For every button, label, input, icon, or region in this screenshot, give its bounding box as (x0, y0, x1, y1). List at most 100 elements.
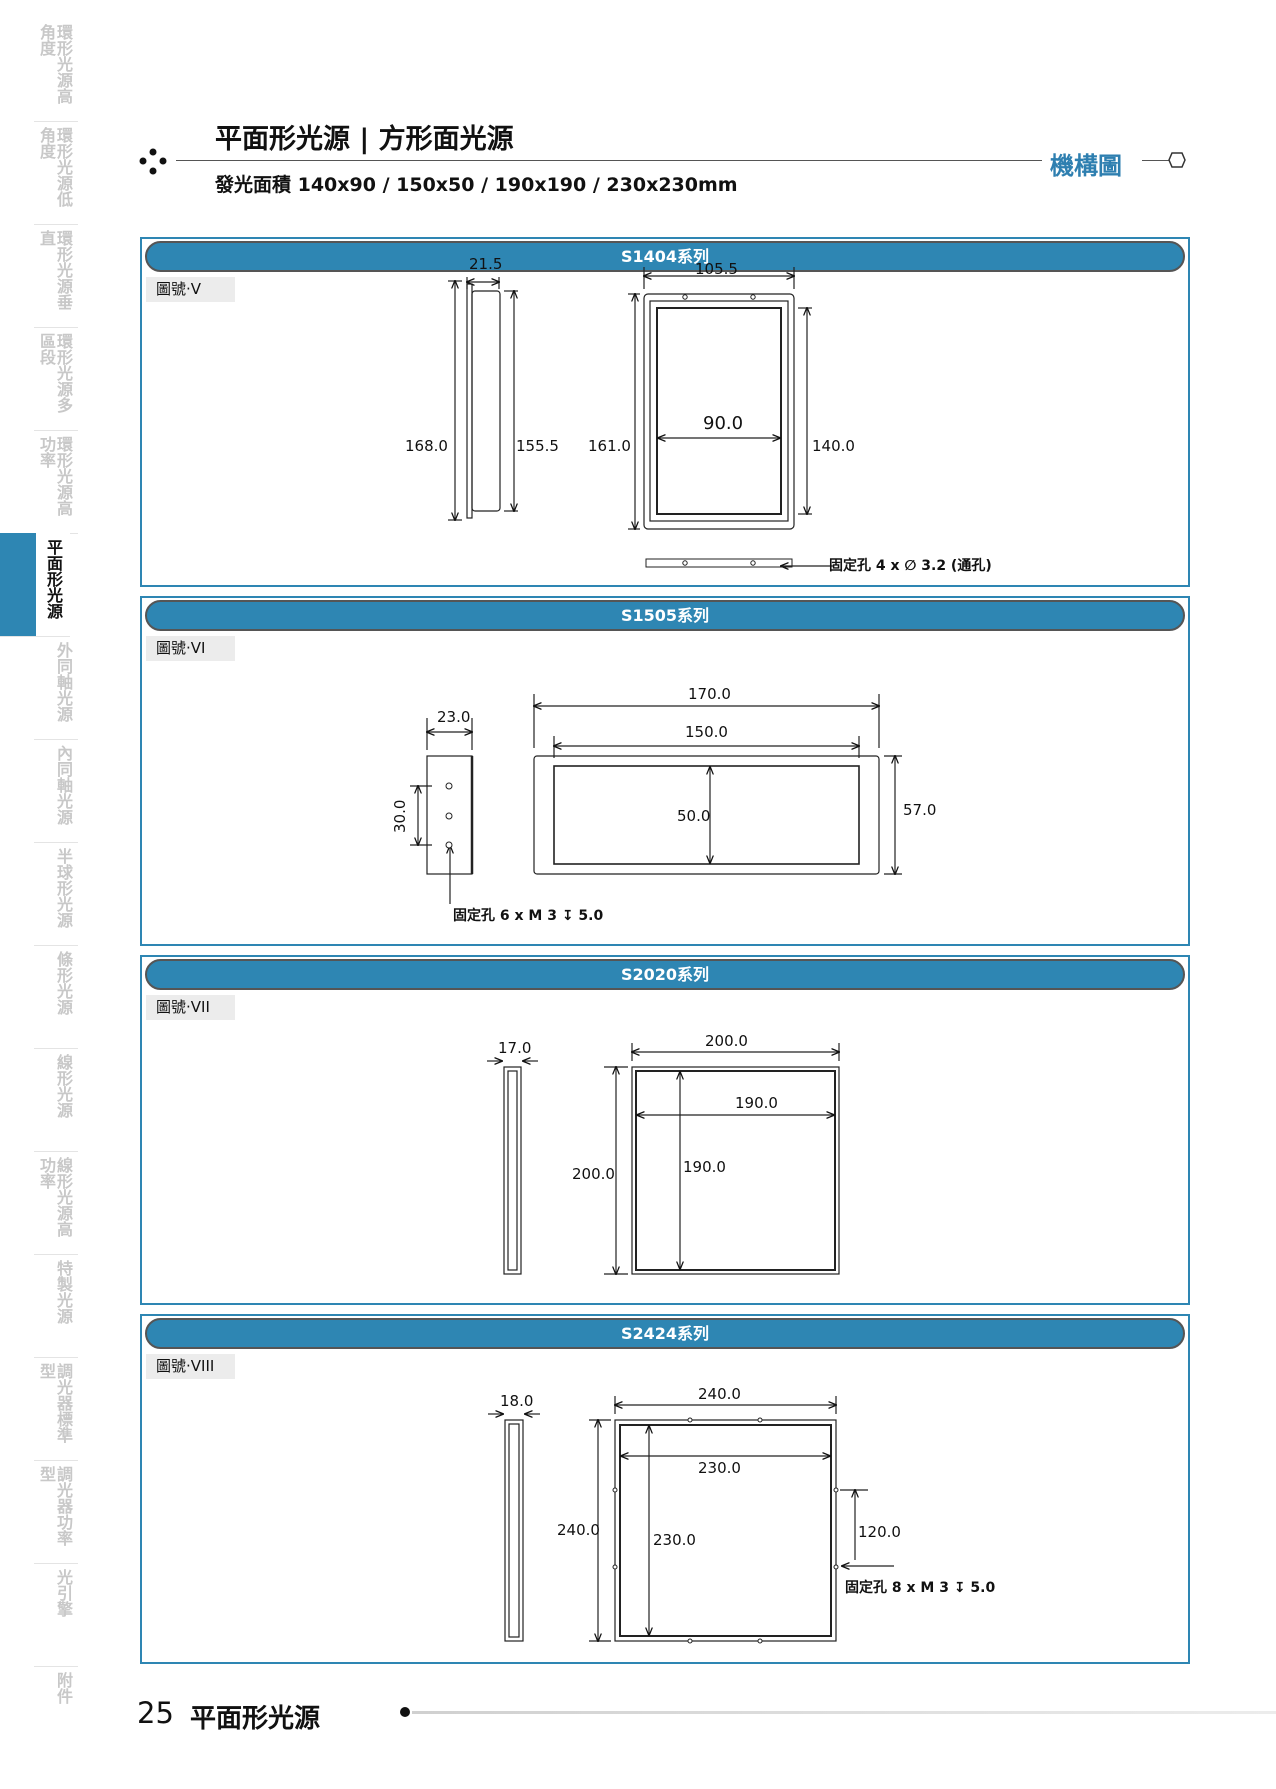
dim-front-height-outer: 57.0 (903, 801, 936, 819)
mount-holes (445, 782, 453, 849)
sidebar-item-label: 環形光源多區段 (37, 333, 73, 413)
dim-front-height-outer: 200.0 (572, 1165, 615, 1183)
front-view (628, 267, 834, 566)
panel-s1505: S1505系列 圖號‧VI 23.0 30.0 固定孔 6 x M 3 ↧ 5.… (140, 596, 1190, 946)
dim-front-width-inner: 230.0 (698, 1459, 741, 1477)
sidebar-item-label: 環形光源垂直 (37, 230, 73, 310)
drawing-s2424: 18.0 240.0 230.0 240.0 230.0 120.0 固定 (488, 1385, 995, 1644)
sidebar-item-bar[interactable]: 條形光源 (34, 945, 78, 1049)
sidebar-item-light-engine[interactable]: 光引擎 (34, 1563, 78, 1667)
sidebar-item-line[interactable]: 線形光源 (34, 1048, 78, 1152)
mounting-hole-note: 固定孔 8 x M 3 ↧ 5.0 (845, 1579, 995, 1596)
side-view (448, 277, 518, 520)
side-view (410, 718, 474, 904)
figure-tag: 圖號‧VII (146, 995, 235, 1020)
figure-tag: 圖號‧V (146, 277, 235, 302)
sidebar-item-label: 外同軸光源 (54, 642, 73, 722)
front-view (589, 1396, 894, 1641)
front-view (604, 1043, 839, 1274)
sidebar-item-dimmer-standard[interactable]: 調光器標準型 (34, 1357, 78, 1461)
sidebar-item-external-coaxial[interactable]: 外同軸光源 (34, 636, 78, 740)
sidebar-item-label: 線形光源高功率 (37, 1157, 73, 1237)
sidebar-item-line-high-power[interactable]: 線形光源高功率 (34, 1151, 78, 1255)
mounting-hole-note: 固定孔 4 x ∅ 3.2 (通孔) (829, 557, 992, 574)
drawing-s2020: 17.0 200.0 190.0 200.0 190.0 (487, 1032, 1188, 1303)
dim-side-width: 17.0 (498, 1039, 531, 1057)
dim-front-width: 105.5 (695, 260, 738, 278)
sidebar-item-ring-multi-zone[interactable]: 環形光源多區段 (34, 327, 78, 431)
sidebar-item-label: 條形光源 (54, 951, 73, 1015)
sidebar-item-label: 環形光源高角度 (37, 24, 73, 104)
sidebar-item-label: 光引擎 (54, 1569, 73, 1617)
figure-tag: 圖號‧VIII (146, 1354, 235, 1379)
panel-s1404: S1404系列 圖號‧V 21.5 168.0 155.5 (140, 237, 1190, 587)
dim-side-height-inner: 155.5 (516, 437, 559, 455)
sidebar-item-flat-light[interactable]: 平面形光源 (0, 533, 70, 637)
dim-front-height-inner: 230.0 (653, 1531, 696, 1549)
dim-side-width: 18.0 (500, 1392, 533, 1410)
dim-side-width: 21.5 (469, 255, 502, 273)
figure-tag: 圖號‧VI (146, 636, 235, 661)
sidebar-item-accessories[interactable]: 附件 (34, 1666, 78, 1769)
sidebar-item-ring-high-angle[interactable]: 環形光源高角度 (34, 18, 78, 122)
dim-side-height-outer: 168.0 (405, 437, 448, 455)
dim-front-width-outer: 170.0 (688, 685, 731, 703)
sidebar-item-ring-vertical[interactable]: 環形光源垂直 (34, 224, 78, 328)
panel-header: S2424系列 (145, 1318, 1185, 1349)
panel-header: S2020系列 (145, 959, 1185, 990)
label-rule (1142, 160, 1172, 161)
drawing-s1404: 21.5 168.0 155.5 105.5 161.0 90.0 (405, 255, 992, 574)
dim-front-width-inner: 190.0 (735, 1094, 778, 1112)
header-rule (176, 160, 1042, 161)
sidebar-item-ring-high-power[interactable]: 環形光源高功率 (34, 430, 78, 534)
mount-holes (612, 1417, 839, 1644)
dots-icon (139, 148, 167, 175)
mount-holes (645, 294, 793, 568)
dim-side-height: 30.0 (391, 800, 409, 833)
dim-front-width-inner: 90.0 (703, 413, 743, 434)
sidebar-item-label: 平面形光源 (44, 539, 63, 619)
page-title: 平面形光源 | 方形面光源 (215, 124, 514, 155)
sidebar-item-label: 半球形光源 (54, 848, 73, 928)
sidebar-item-custom[interactable]: 特製光源 (34, 1254, 78, 1358)
dim-front-width-inner: 150.0 (685, 723, 728, 741)
sidebar-nav: 環形光源高角度 環形光源低角度 環形光源垂直 環形光源多區段 環形光源高功率 平… (0, 0, 78, 1789)
dim-front-height-inner: 50.0 (677, 807, 710, 825)
sidebar-item-label: 線形光源 (54, 1054, 73, 1118)
sidebar-item-label: 特製光源 (54, 1260, 73, 1324)
front-view (534, 694, 902, 874)
footer-title: 平面形光源 (190, 1704, 321, 1734)
dim-front-height-outer: 240.0 (557, 1521, 600, 1539)
footer-rule (412, 1711, 1276, 1714)
side-view (487, 1061, 538, 1275)
dim-front-width-outer: 200.0 (705, 1032, 748, 1050)
panel-header: S1404系列 (145, 241, 1185, 272)
active-tab-indicator (0, 533, 36, 636)
sidebar-item-label: 調光器功率型 (37, 1466, 73, 1546)
dim-hole-offset: 120.0 (858, 1523, 901, 1541)
sidebar-item-label: 內同軸光源 (54, 745, 73, 825)
dim-front-width-outer: 240.0 (698, 1385, 741, 1403)
sidebar-item-label: 調光器標準型 (37, 1363, 73, 1443)
sidebar-item-label: 環形光源高功率 (37, 436, 73, 516)
sidebar-item-dome[interactable]: 半球形光源 (34, 842, 78, 946)
sidebar-item-label: 附件 (54, 1672, 73, 1704)
page-number: 25 (137, 1696, 174, 1730)
page-subtitle: 發光面積 140x90 / 150x50 / 190x190 / 230x230… (215, 174, 738, 196)
sidebar-item-dimmer-power[interactable]: 調光器功率型 (34, 1460, 78, 1564)
panel-s2424: S2424系列 圖號‧VIII 18.0 (140, 1314, 1190, 1664)
drawing-s1505: 23.0 30.0 固定孔 6 x M 3 ↧ 5.0 170.0 150.0 … (391, 685, 936, 924)
hexagon-icon (1168, 152, 1186, 168)
dim-front-height-outer: 161.0 (588, 437, 631, 455)
panel-header: S1505系列 (145, 600, 1185, 631)
side-view (488, 1414, 540, 1642)
dim-front-height-inner: 140.0 (812, 437, 855, 455)
mounting-hole-note: 固定孔 6 x M 3 ↧ 5.0 (453, 907, 603, 924)
sidebar-item-internal-coaxial[interactable]: 內同軸光源 (34, 739, 78, 843)
footer-bullet-icon (400, 1707, 410, 1717)
dim-front-height-inner: 190.0 (683, 1158, 726, 1176)
sidebar-item-ring-low-angle[interactable]: 環形光源低角度 (34, 121, 78, 225)
dim-side-width: 23.0 (437, 708, 470, 726)
panel-s2020: S2020系列 圖號‧VII 17.0 200.0 190.0 (140, 955, 1190, 1305)
section-label: 機構圖 (1050, 152, 1122, 180)
